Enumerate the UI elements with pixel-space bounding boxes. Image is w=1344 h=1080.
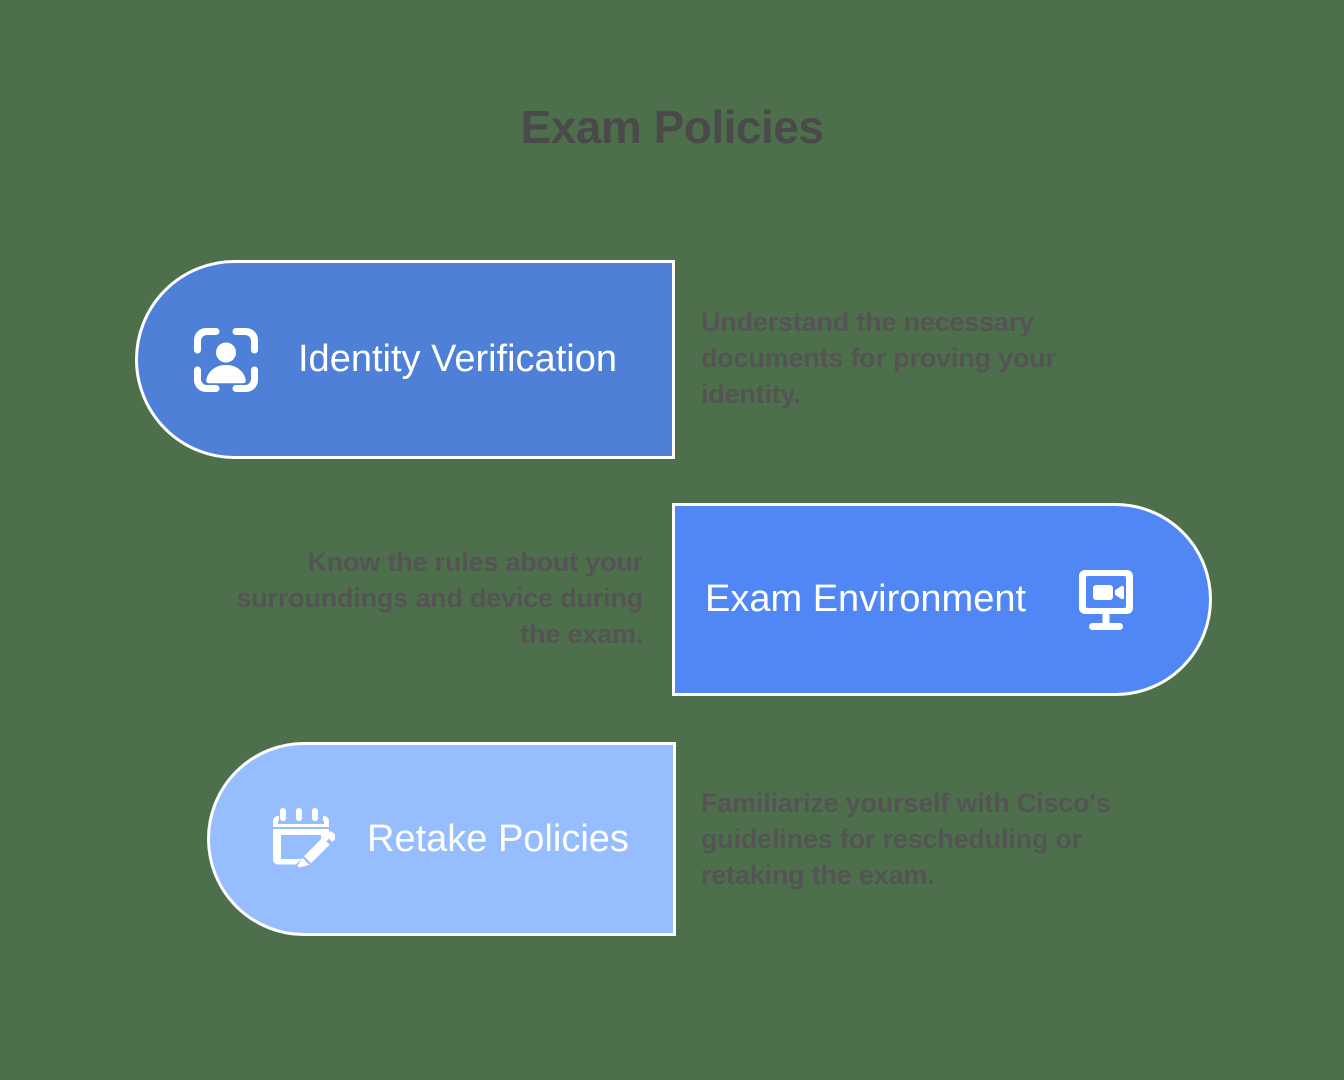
page-title: Exam Policies — [520, 101, 824, 153]
policy-pill-identity-verification[interactable]: Identity Verification — [135, 260, 675, 459]
policy-description-exam-environment: Know the rules about your surroundings a… — [236, 547, 643, 649]
policy-label: Retake Policies — [367, 817, 629, 860]
policy-pill-exam-environment[interactable]: Exam Environment — [672, 503, 1212, 696]
policy-label: Exam Environment — [705, 578, 1027, 620]
policy-pill-retake-policies[interactable]: Retake Policies — [207, 742, 676, 936]
policy-description-identity-verification: Understand the necessary documents for p… — [701, 307, 1056, 409]
policy-description-retake-policies: Familiarize yourself with Cisco's guidel… — [701, 788, 1111, 890]
identity-scan-icon — [190, 324, 262, 396]
policy-label: Identity Verification — [298, 338, 617, 380]
calendar-edit-icon — [267, 805, 335, 873]
monitor-video-icon — [1070, 564, 1142, 636]
